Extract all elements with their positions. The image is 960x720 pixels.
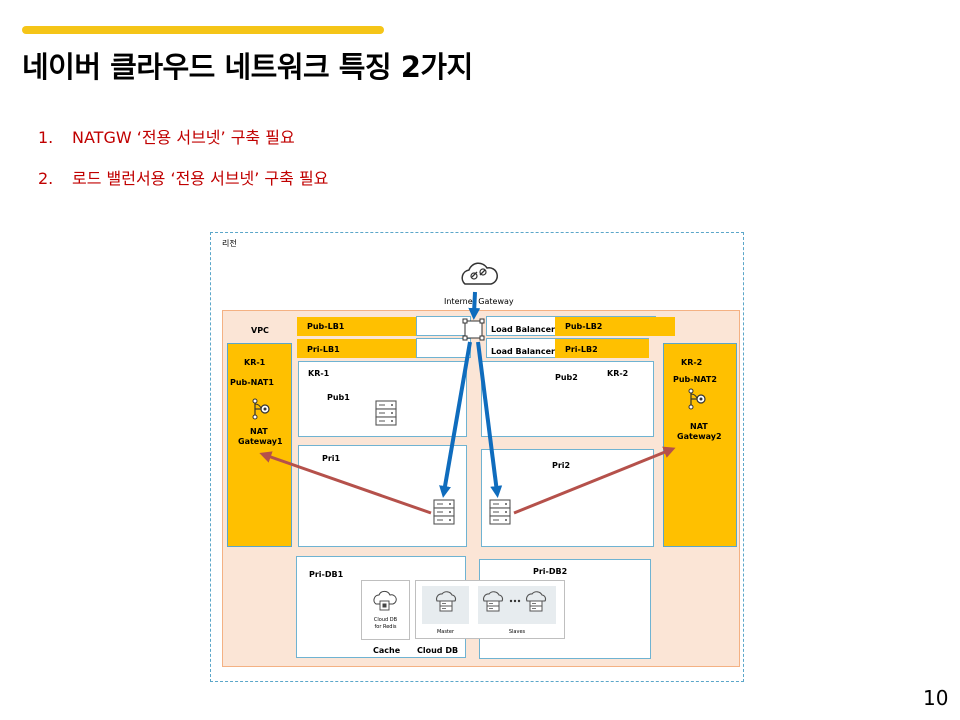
left-nat-line1: NAT [250, 427, 268, 436]
page-number: 10 [923, 686, 949, 710]
point-1-text: NATGW ‘전용 서브넷’ 구축 필요 [72, 128, 295, 147]
subnet-pri2 [481, 449, 654, 547]
slave-db-icon-1 [483, 591, 504, 612]
nat-gateway1-icon [252, 398, 270, 420]
point-2: 2. 로드 밸런서용 ‘전용 서브넷’ 구축 필요 [38, 165, 328, 189]
nat-zone-right [663, 343, 737, 547]
pub-lb2-bar [555, 317, 675, 336]
pri2-label: Pri2 [552, 461, 571, 470]
pridb1-label: Pri-DB1 [309, 570, 344, 579]
region-boundary [210, 232, 744, 682]
pridb2-label: Pri-DB2 [533, 567, 568, 576]
master-db-icon [436, 591, 457, 612]
redis-icon [373, 590, 397, 611]
pri1-server-icon [433, 499, 455, 525]
clouddb-label: Cloud DB [417, 646, 459, 655]
lb-to-pri1-arrow [439, 341, 472, 498]
right-nat-line2: Gateway2 [677, 432, 722, 441]
left-zone-kr: KR-1 [244, 358, 266, 367]
igw-to-lb-arrow [468, 291, 481, 320]
pri1-label: Pri1 [322, 454, 341, 463]
left-nat-line2: Gateway1 [238, 437, 283, 446]
slaves-label: Slaves [508, 629, 526, 635]
right-nat-line1: NAT [690, 422, 708, 431]
point-2-number: 2. [38, 169, 54, 188]
left-zone-subnet: Pub-NAT1 [230, 378, 274, 387]
igw-label: Internet Gateway [444, 297, 514, 306]
pub2-label: Pub2 [555, 373, 578, 382]
pri-lb1-bar [297, 339, 416, 358]
master-label: Master [436, 629, 455, 635]
slide-title: 네이버 클라우드 네트워크 특징 2가지 [22, 50, 473, 84]
pri1-to-nat1-arrow [259, 451, 432, 515]
internet-gateway-icon [461, 262, 498, 285]
right-zone-subnet: Pub-NAT2 [673, 375, 717, 384]
pri2-to-nat2-arrow [513, 446, 676, 515]
lb-label-1: Load Balancer [491, 325, 555, 334]
nat-gateway2-icon [688, 388, 706, 410]
redis-label-2: for Redis [374, 624, 397, 630]
point-1: 1. NATGW ‘전용 서브넷’ 구축 필요 [38, 124, 295, 148]
nat-zone-left [227, 343, 292, 547]
cache-label: Cache [373, 646, 401, 655]
point-1-number: 1. [38, 128, 54, 147]
lb-to-pri2-arrow [476, 341, 503, 498]
lb-label-2: Load Balancer [491, 347, 555, 356]
pub-lb1-label: Pub-LB1 [307, 322, 345, 331]
subnet-pub2 [481, 361, 654, 437]
pri-lb2-bar [555, 339, 649, 358]
region-label: 리전 [222, 239, 237, 248]
title-accent-bar [22, 26, 384, 34]
point-2-text: 로드 밸런서용 ‘전용 서브넷’ 구축 필요 [72, 169, 329, 188]
pub1-label: Pub1 [327, 393, 350, 402]
pri-lb2-label: Pri-LB2 [565, 345, 598, 354]
right-zone-kr: KR-2 [681, 358, 703, 367]
pri-lb1-label: Pri-LB1 [307, 345, 340, 354]
load-balancer-icon [462, 318, 485, 341]
pub-lb1-bar [297, 317, 416, 336]
redis-label-1: Cloud DB [373, 617, 398, 623]
ellipsis-icon [509, 599, 521, 603]
pub-lb2-label: Pub-LB2 [565, 322, 603, 331]
kr1-label: KR-1 [308, 369, 330, 378]
vpc-label: VPC [251, 326, 269, 335]
slave-db-icon-2 [526, 591, 547, 612]
pub1-server-icon [375, 400, 397, 426]
pri2-server-icon [489, 499, 511, 525]
kr2-label: KR-2 [607, 369, 629, 378]
